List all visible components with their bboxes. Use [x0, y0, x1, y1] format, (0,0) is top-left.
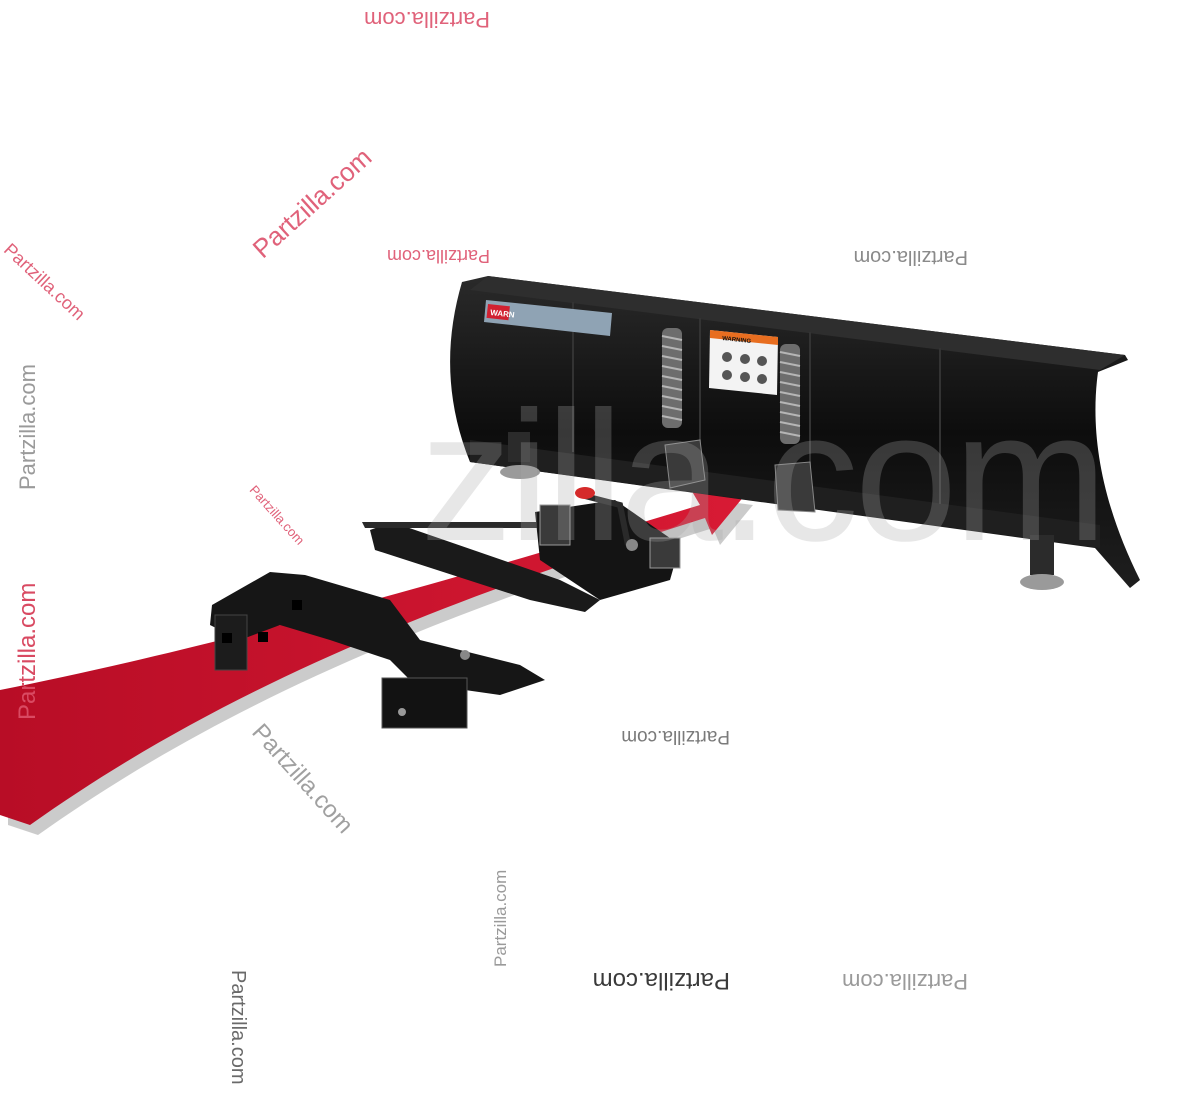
skid-shoe-left: [500, 432, 540, 479]
watermark: Partzilla.com: [227, 970, 249, 1085]
red-arrow: [0, 488, 753, 835]
skid-shoe-right: [1020, 535, 1064, 590]
lift-lever-handle: [575, 487, 595, 499]
warn-logo: WARN: [490, 308, 515, 320]
watermark: Partzilla.com: [364, 7, 490, 32]
trip-spring-right: [779, 344, 801, 444]
watermark: Partzilla.com: [842, 969, 968, 994]
watermark-large: zilla.com: [420, 374, 1108, 580]
watermark: Partzilla.com: [621, 726, 730, 747]
watermark: Partzilla.com: [491, 869, 510, 967]
warn-logo-plate: WARN: [484, 300, 612, 336]
warning-label: WARNING: [709, 330, 778, 395]
watermark: Partzilla.com: [386, 246, 490, 266]
atv-mount-plate: [210, 572, 545, 729]
watermark: Partzilla.com: [15, 364, 40, 490]
warning-label-text: WARNING: [722, 336, 752, 345]
watermark: Partzilla.com: [14, 582, 41, 720]
plow-blade: WARN WARNING: [450, 276, 1140, 590]
push-tube-frame: [362, 487, 681, 612]
watermark: Partzilla.com: [592, 967, 730, 994]
trip-spring-left: [661, 328, 683, 428]
watermark: Partzilla.com: [853, 246, 968, 268]
